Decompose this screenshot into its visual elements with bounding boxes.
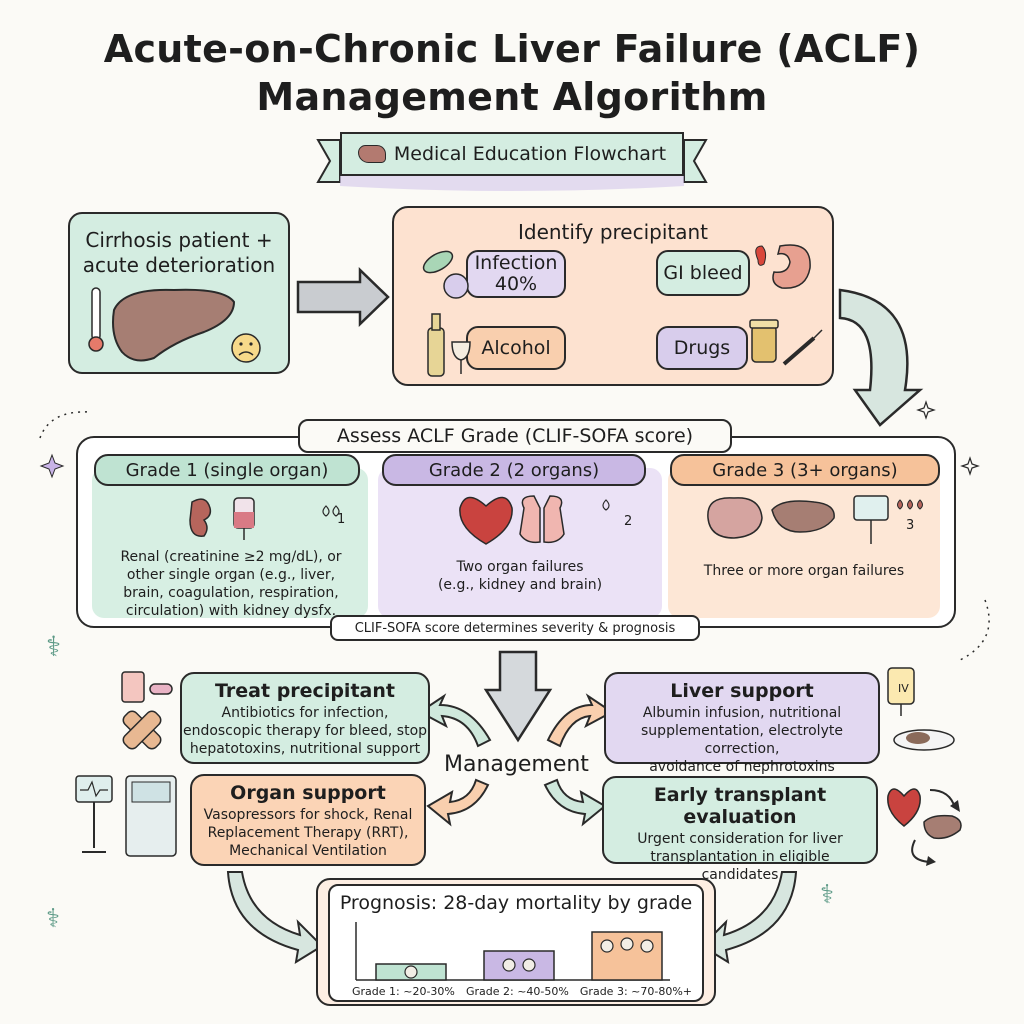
liver-illustration	[88, 287, 261, 363]
prognosis-heading: Prognosis: 28-day mortality by grade	[339, 892, 693, 914]
pill-bottle-syringe-icon	[749, 319, 823, 366]
caduceus-icon-bottom-right: ⚕	[820, 880, 835, 910]
liver-support-heading: Liver support	[670, 680, 814, 702]
gi-bleed-node: GI bleed	[656, 250, 750, 296]
grade-3-mortality-label: Grade 3: ~70-80%+	[579, 985, 692, 998]
medication-bandage-icon	[121, 671, 173, 750]
bacteria-icon	[422, 250, 469, 299]
grade-2-count: 2	[624, 514, 633, 529]
gi-bleed-label: GI bleed	[663, 261, 743, 284]
banner-label: Medical Education Flowchart	[393, 143, 667, 165]
prognosis-labels: Grade 1: ~20-30% Grade 2: ~40-50% Grade …	[352, 985, 692, 998]
precipitant-heading: Identify precipitant	[517, 220, 709, 244]
grade-2-mortality-label: Grade 2: ~40-50%	[465, 985, 569, 998]
iv-label: IV	[898, 682, 909, 695]
heart-liver-transplant-icon	[887, 788, 962, 840]
skull-icon	[600, 939, 614, 953]
transplant-box: Early transplant evaluation Urgent consi…	[602, 776, 878, 883]
grade-1-mortality-label: Grade 1: ~20-30%	[352, 985, 455, 998]
grade-3-panel	[668, 468, 940, 618]
sad-face-icon	[231, 333, 261, 363]
drugs-label: Drugs	[673, 336, 731, 359]
grade-2-description: Two organ failures(e.g., kidney and brai…	[437, 559, 603, 593]
grade-3-description: Three or more organ failures	[703, 563, 905, 579]
iv-bag-food-icon	[887, 667, 955, 751]
alcohol-node: Alcohol	[466, 326, 566, 370]
treat-heading: Treat precipitant	[215, 680, 395, 702]
cirrhotic-liver-icon	[112, 288, 236, 362]
mortality-bar-grade-2	[483, 950, 555, 981]
management-label: Management	[444, 752, 589, 777]
start-line2: acute deterioration	[82, 253, 276, 277]
brain-liver-monitor-icon	[707, 495, 923, 544]
drugs-node: Drugs	[656, 326, 748, 370]
organ-support-box: Organ support Vasopressors for shock, Re…	[190, 774, 426, 866]
infection-label: Infection	[474, 252, 558, 274]
organ-support-heading: Organ support	[230, 782, 386, 804]
skull-icon	[522, 958, 536, 972]
liver-support-box: Liver support Albumin infusion, nutritio…	[604, 672, 880, 775]
grade-1-panel	[92, 468, 368, 618]
start-line1: Cirrhosis patient +	[85, 228, 273, 252]
skull-icon	[640, 939, 654, 953]
treat-precipitant-box: Treat precipitant Antibiotics for infect…	[180, 672, 430, 764]
skull-icon	[502, 958, 516, 972]
heart-lungs-icon	[459, 495, 610, 545]
grade-2-panel	[378, 468, 662, 618]
transplant-heading: Early transplant evaluation	[653, 784, 827, 828]
caduceus-icon: ⚕	[46, 630, 62, 663]
grade-3-count: 3	[906, 518, 915, 533]
page-title: Acute-on-Chronic Liver Failure (ACLF)	[103, 27, 921, 71]
page-subtitle: Management Algorithm	[256, 75, 768, 119]
caduceus-icon-bottom-left: ⚕	[46, 904, 61, 934]
kidney-iv-bag-icon	[189, 497, 340, 540]
grade-1-count: 1	[337, 512, 346, 527]
thermometer-icon	[91, 287, 101, 341]
liver-icon	[357, 145, 386, 163]
ventilator-dialysis-icon	[75, 775, 177, 857]
alcohol-label: Alcohol	[481, 336, 551, 359]
prognosis-chart	[355, 922, 670, 981]
stomach-bleed-icon	[755, 244, 811, 289]
grade-1-label: Grade 1 (single organ)	[94, 454, 360, 486]
treat-lines: Antibiotics for infection,endoscopic the…	[182, 705, 428, 757]
grade-2-label: Grade 2 (2 organs)	[382, 454, 646, 486]
alcohol-bottle-icon	[427, 313, 471, 377]
skull-icon	[404, 965, 418, 979]
grade-3-label: Grade 3 (3+ organs)	[670, 454, 940, 486]
infection-percent: 40%	[494, 273, 538, 295]
assess-heading: Assess ACLF Grade (CLIF-SOFA score)	[298, 419, 732, 453]
assess-footer: CLIF-SOFA score determines severity & pr…	[330, 615, 700, 641]
start-box: Cirrhosis patient + acute deterioration	[68, 212, 290, 374]
skull-icon	[620, 937, 634, 951]
banner-ribbon: Medical Education Flowchart	[340, 132, 684, 176]
